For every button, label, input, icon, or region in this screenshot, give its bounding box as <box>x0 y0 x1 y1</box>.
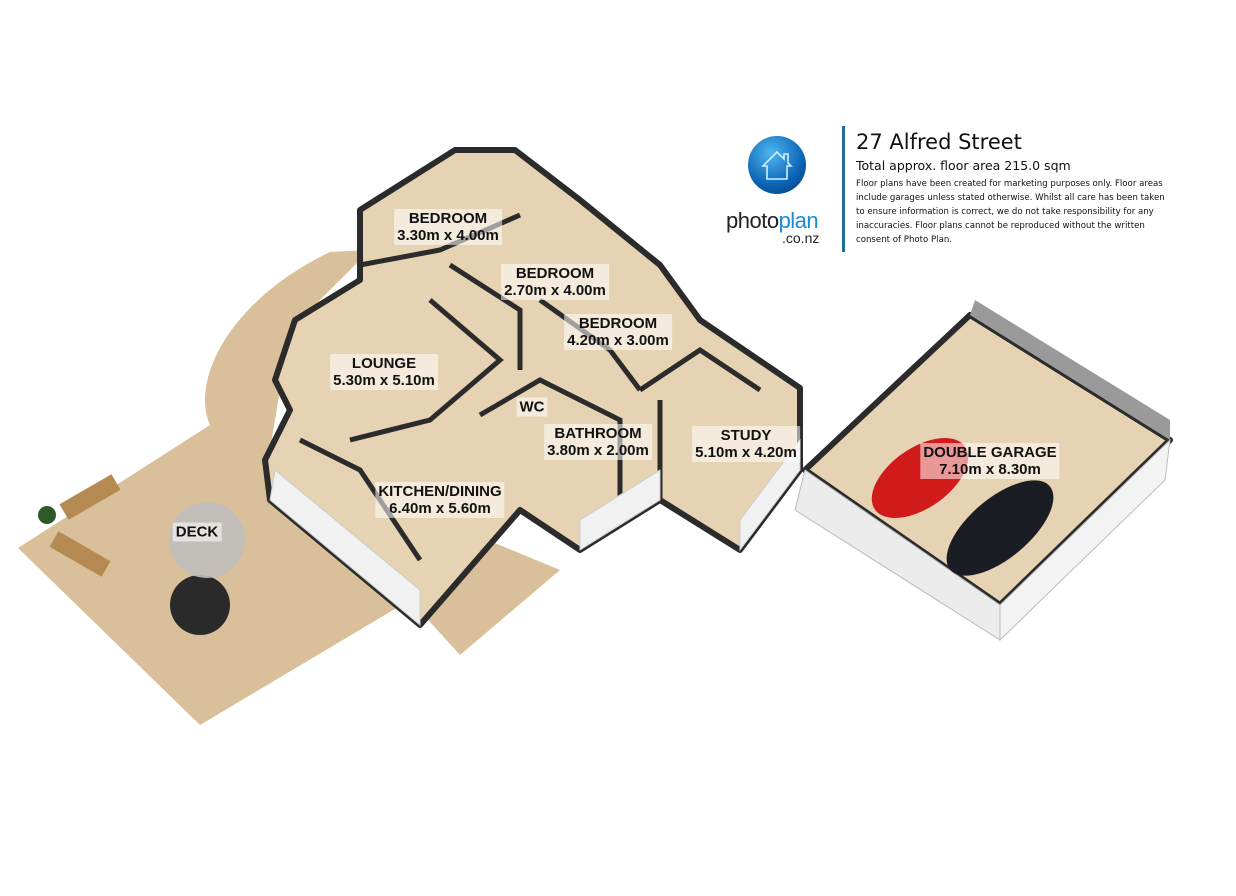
black-car <box>946 480 1054 576</box>
garage-back-wall <box>970 300 1170 440</box>
property-info: 27 Alfred Street Total approx. floor are… <box>856 128 1166 247</box>
house-icon <box>748 136 806 194</box>
logo-domain: .co.nz <box>782 230 820 246</box>
room-name: KITCHEN/DINING <box>378 483 502 500</box>
logo-wordmark: photoplan <box>726 208 819 234</box>
header-divider <box>842 126 845 252</box>
logo-text-plan: plan <box>778 208 819 233</box>
wall-face <box>739 438 801 552</box>
room-name: DECK <box>175 523 219 541</box>
garage-wall <box>999 438 1171 642</box>
room-size: 2.70m x 4.00m <box>504 282 606 299</box>
room-size: 5.10m x 4.20m <box>695 444 797 461</box>
outdoor-table <box>170 575 230 635</box>
bench <box>49 531 111 577</box>
room-size: 3.80m x 2.00m <box>547 442 649 459</box>
room-label-deck: DECK <box>172 522 222 542</box>
room-size: 3.30m x 4.00m <box>397 227 499 244</box>
room-size: 4.20m x 3.00m <box>567 332 669 349</box>
disclaimer-text: Floor plans have been created for market… <box>856 179 1165 245</box>
property-address: 27 Alfred Street <box>856 130 1022 154</box>
wall-face <box>579 469 661 551</box>
room-name: BEDROOM <box>408 210 488 227</box>
room-size: 6.40m x 5.60m <box>389 500 491 517</box>
room-name: BATHROOM <box>554 425 642 442</box>
room-size: 7.10m x 8.30m <box>939 461 1041 478</box>
logo-text-photo: photo <box>726 208 779 233</box>
room-name: LOUNGE <box>351 355 417 372</box>
room-name: WC <box>519 398 545 416</box>
floor-area: Total approx. floor area 215.0 sqm <box>856 158 1071 173</box>
room-name: BEDROOM <box>578 315 658 332</box>
wall-face <box>269 469 421 627</box>
plant <box>38 506 56 524</box>
bench <box>59 474 121 520</box>
room-size: 5.30m x 5.10m <box>333 372 435 389</box>
room-label-wc: WC <box>516 397 548 417</box>
room-name: DOUBLE GARAGE <box>923 444 1057 461</box>
room-name: BEDROOM <box>515 265 595 282</box>
room-name: STUDY <box>720 427 772 444</box>
